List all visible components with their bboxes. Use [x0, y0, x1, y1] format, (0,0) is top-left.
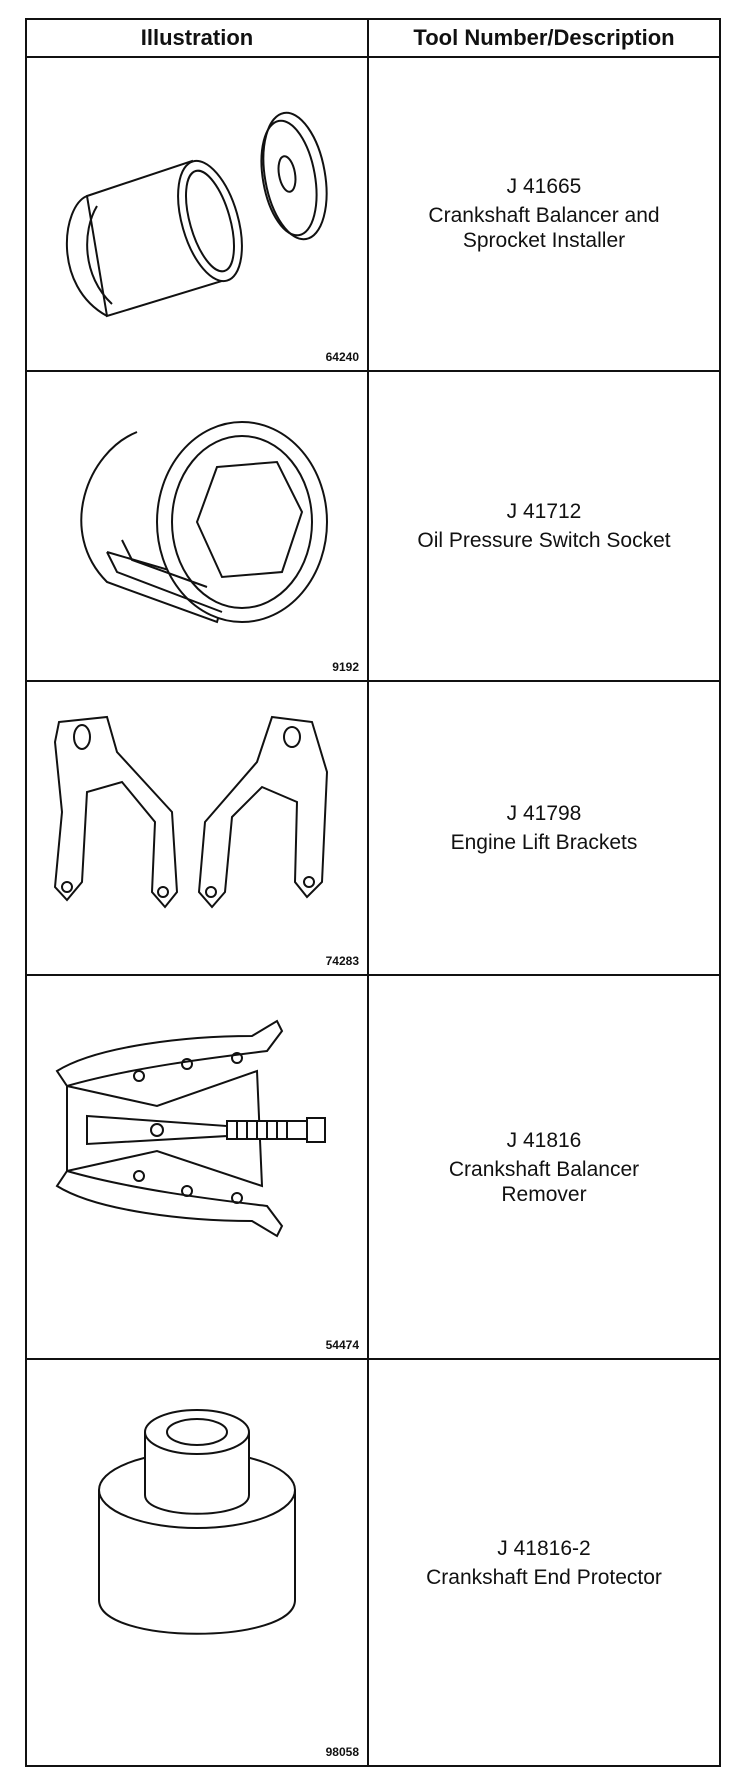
table-row: 9192 J 41712 Oil Pressure Switch Socket [27, 372, 719, 682]
table-row: 64240 J 41665 Crankshaft Balancer and Sp… [27, 56, 719, 372]
header-tool-number: Tool Number/Description [413, 25, 675, 50]
header-illustration: Illustration [27, 20, 369, 56]
puller-icon [27, 976, 367, 1356]
illustration-cell: 74283 [27, 682, 369, 974]
tool-table: Illustration Tool Number/Description 642… [25, 18, 721, 1767]
tool-description: J 41665 Crankshaft Balancer and Sprocket… [369, 56, 719, 370]
tool-desc-line: Crankshaft End Protector [426, 1565, 662, 1589]
tool-desc-line: Remover [501, 1182, 587, 1206]
tool-desc-line: Engine Lift Brackets [450, 831, 638, 854]
figure-number: 9192 [332, 660, 359, 674]
balancer-installer-icon [27, 56, 367, 368]
hex-socket-icon [27, 372, 367, 678]
end-protector-icon [27, 1360, 367, 1760]
tool-number: J 41798 [506, 802, 582, 825]
figure-number: 54474 [325, 1338, 359, 1352]
table-row: 54474 J 41816 Crankshaft Balancer Remove… [27, 976, 719, 1360]
tool-description: J 41816-2 Crankshaft End Protector [369, 1360, 719, 1765]
illustration-cell: 54474 [27, 976, 369, 1358]
tool-desc-line: Crankshaft Balancer and [428, 203, 660, 227]
tool-number: J 41712 [506, 500, 582, 523]
tool-desc-line: Sprocket Installer [462, 228, 626, 252]
tool-description: J 41816 Crankshaft Balancer Remover [369, 976, 719, 1358]
figure-number: 74283 [325, 954, 359, 968]
illustration-cell: 64240 [27, 56, 369, 370]
illustration-cell: 98058 [27, 1360, 369, 1765]
tool-number: J 41665 [506, 174, 582, 198]
tool-number: J 41816-2 [497, 1536, 591, 1560]
table-header: Illustration Tool Number/Description [27, 20, 719, 58]
illustration-cell: 9192 [27, 372, 369, 680]
figure-number: 98058 [325, 1745, 359, 1759]
tool-number: J 41816 [506, 1128, 582, 1152]
tool-description: J 41798 Engine Lift Brackets [369, 682, 719, 974]
tool-desc-line: Crankshaft Balancer [448, 1157, 640, 1181]
table-row: 98058 J 41816-2 Crankshaft End Protector [27, 1360, 719, 1765]
tool-description: J 41712 Oil Pressure Switch Socket [369, 372, 719, 680]
lift-brackets-icon [27, 682, 367, 972]
table-row: 74283 J 41798 Engine Lift Brackets [27, 682, 719, 976]
figure-number: 64240 [325, 350, 359, 364]
tool-desc-line: Oil Pressure Switch Socket [417, 529, 671, 552]
